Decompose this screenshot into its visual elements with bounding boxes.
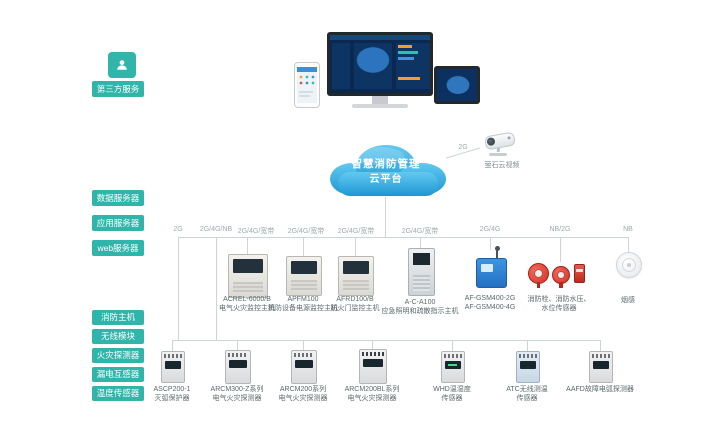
- display-led: [448, 364, 457, 366]
- device-arcm200bl: [359, 349, 387, 384]
- conn-label-1: 2G/4G/NB: [199, 226, 233, 233]
- conn-label-5: 2G/4G/宽带: [401, 228, 439, 235]
- monitor-stand-base: [352, 104, 408, 108]
- server-label-app: 应用服务器: [92, 215, 144, 231]
- camera-label: 萤石云视频: [484, 162, 520, 169]
- device-model: ACREL-6000/B: [223, 296, 271, 303]
- device-label-arcm200bl: ARCM200BL系列 电气火灾探测器: [327, 385, 417, 403]
- device-model: ARCM200BL系列: [344, 386, 400, 393]
- conn-label-8: NB: [623, 226, 633, 233]
- cloud-icon: [330, 145, 446, 196]
- cloud-title-line2: 云平台: [369, 174, 403, 185]
- device-acrel-6000b: [228, 254, 268, 298]
- device-whd: [441, 351, 465, 383]
- device-desc: 消防设备电源监控主机: [268, 305, 338, 312]
- camera-body: [484, 131, 516, 151]
- device-model: A-C-A100: [404, 299, 436, 306]
- device-label-arcm300z: ARCM300-Z系列 电气火灾探测器: [192, 385, 282, 403]
- device-label-atc: ATC无线测温 传感器: [482, 385, 572, 403]
- cctv-camera-icon: [480, 131, 520, 157]
- conn-label-4: 2G/4G/宽带: [337, 228, 375, 235]
- device-label-whd: WHD温湿度 传感器: [407, 385, 497, 403]
- device-model: AF-GSM400-2G: [464, 295, 516, 302]
- cloud-title-line1: 智慧消防管理: [351, 158, 421, 170]
- device-model: 烟感: [621, 297, 635, 304]
- category-wireless-module: 无线模块: [92, 329, 144, 344]
- conn-label-7: NB/2G: [549, 226, 571, 233]
- device-model: 消防栓、消防水压、: [527, 296, 591, 303]
- phone-screen: [297, 67, 317, 103]
- device-label-water-sensors: 消防栓、消防水压、 水位传感器: [514, 295, 604, 313]
- device-label-arcm200: ARCM200系列 电气火灾探测器: [258, 385, 348, 403]
- device-label-afrd: AFRD100/B 防火门监控主机: [310, 295, 400, 313]
- device-apfm100: [286, 256, 322, 296]
- tablet-map-screen: [437, 69, 477, 101]
- device-model: APFM100: [287, 296, 319, 303]
- device-desc: 传感器: [441, 395, 463, 402]
- tablet: [434, 66, 480, 104]
- category-fire-detector: 火灾探测器: [92, 348, 144, 363]
- camera-link-line: [445, 147, 481, 159]
- bus-lines: [172, 197, 629, 351]
- device-label-acrel: ACREL-6000/B 电气火灾监控主机: [202, 295, 292, 313]
- device-model: AAFD故障电弧探测器: [566, 386, 634, 393]
- conn-label-2: 2G/4G/宽带: [237, 228, 275, 235]
- device-desc: AF-GSM400-4G: [464, 304, 516, 311]
- device-aafd: [589, 351, 613, 383]
- device-aca100-cabinet: [408, 248, 435, 296]
- conn-label-6: 2G/4G: [479, 226, 501, 233]
- device-model: ATC无线测温: [506, 386, 548, 393]
- server-label-data: 数据服务器: [92, 190, 144, 206]
- device-desc: 传感器: [516, 395, 538, 402]
- device-model: ARCM200系列: [279, 386, 327, 393]
- device-ascp200: [161, 351, 185, 383]
- camera-conn-label: 2G: [458, 144, 468, 151]
- device-model: ARCM300-Z系列: [210, 386, 264, 393]
- server-label-web: web服务器: [92, 240, 144, 256]
- antenna-icon: [494, 246, 500, 259]
- device-desc: 电气火灾探测器: [212, 395, 262, 402]
- device-desc: 防火门监控主机: [330, 305, 380, 312]
- device-desc: 应急照明和疏散指示主机: [381, 308, 459, 315]
- device-arcm200: [291, 350, 317, 384]
- device-desc: 电气火灾探测器: [278, 395, 328, 402]
- category-fire-host: 消防主机: [92, 310, 144, 325]
- device-afrd100b: [338, 256, 374, 296]
- desktop-monitor: [327, 32, 433, 96]
- device-atc: [516, 351, 540, 383]
- category-temp-sensor: 温度传感器: [92, 386, 144, 401]
- monitor-stand-neck: [372, 96, 388, 104]
- category-leakage-ct: 漏电互感器: [92, 367, 144, 382]
- conn-label-3: 2G/4G/宽带: [287, 228, 325, 235]
- conn-label-0: 2G: [173, 226, 183, 233]
- device-arcm300z: [225, 350, 251, 384]
- third-party-label: 第三方服务: [92, 81, 144, 97]
- water-level-sensor-icon: [574, 264, 585, 283]
- device-label-aca100: A-C-A100 应急照明和疏散指示主机: [375, 298, 465, 316]
- device-model: WHD温湿度: [433, 386, 471, 393]
- hydrant-pressure-gauge-icon: [528, 263, 549, 288]
- device-model: AFRD100/B: [336, 296, 374, 303]
- device-model: ASCP200-1: [153, 386, 191, 393]
- device-label-gsm: AF-GSM400-2G AF-GSM400-4G: [445, 294, 535, 312]
- water-pressure-gauge-icon: [552, 266, 570, 288]
- device-desc: 水位传感器: [541, 305, 577, 312]
- device-label-smoke: 烟感: [583, 296, 673, 305]
- person-icon: [117, 60, 127, 70]
- smartphone: [294, 62, 320, 108]
- device-label-ascp: ASCP200-1 灭弧保护器: [127, 385, 217, 403]
- device-desc: 电气火灾探测器: [347, 395, 397, 402]
- device-label-aafd: AAFD故障电弧探测器: [555, 385, 645, 394]
- cloud-shape: [316, 134, 456, 204]
- device-desc: 电气火灾监控主机: [219, 305, 275, 312]
- device-af-gsm400: [476, 258, 507, 288]
- third-party-tile: [108, 52, 136, 78]
- device-label-apfm: APFM100 消防设备电源监控主机: [258, 295, 348, 313]
- device-desc: 灭弧保护器: [154, 395, 190, 402]
- monitor-dashboard-screen: [330, 35, 430, 93]
- smoke-detector-icon: [616, 252, 642, 278]
